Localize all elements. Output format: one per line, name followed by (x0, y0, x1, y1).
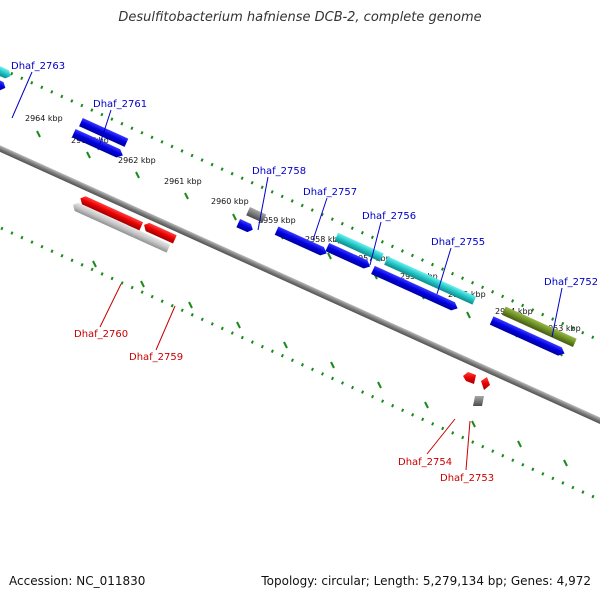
scale-label: 2964 kbp (25, 114, 63, 123)
cds-feature[interactable] (0, 79, 7, 92)
gene-label[interactable]: Dhaf_2754 (398, 457, 452, 468)
gene-label[interactable]: Dhaf_2760 (74, 329, 128, 340)
gene-features (0, 61, 577, 357)
cds-feature[interactable] (481, 377, 490, 390)
scale-label: 2961 kbp (164, 177, 202, 186)
genome-summary-text: Topology: circular; Length: 5,279,134 bp… (261, 574, 591, 588)
cds-feature[interactable] (246, 207, 267, 223)
gene-labels-reverse: Dhaf_2760 Dhaf_2759 Dhaf_2754 Dhaf_2753 (74, 329, 494, 484)
cds-feature[interactable] (142, 221, 177, 244)
map-title: Desulfitobacterium hafniense DCB-2, comp… (118, 10, 482, 25)
gene-label[interactable]: Dhaf_2753 (440, 473, 494, 484)
scale-label: 2959 kbp (258, 216, 296, 225)
outer-ruler (0, 12, 600, 429)
cds-feature[interactable] (384, 256, 477, 305)
cds-feature[interactable] (371, 265, 459, 313)
label-leaders (11, 71, 563, 471)
gene-label[interactable]: Dhaf_2759 (129, 352, 183, 363)
gene-label[interactable]: Dhaf_2756 (362, 211, 416, 222)
genome-backbone (0, 77, 600, 497)
cds-feature[interactable] (71, 129, 125, 160)
gene-label[interactable]: Dhaf_2755 (431, 237, 485, 248)
gene-label[interactable]: Dhaf_2761 (93, 99, 147, 110)
cds-feature[interactable] (274, 226, 329, 258)
ruler-major-ticks (36, 130, 568, 467)
gene-labels-forward: Dhaf_2763 Dhaf_2761 Dhaf_2758 Dhaf_2757 … (11, 61, 598, 288)
cds-feature[interactable] (325, 242, 372, 271)
cds-feature[interactable] (78, 195, 144, 231)
cds-feature[interactable] (501, 306, 577, 347)
gene-label[interactable]: Dhaf_2757 (303, 187, 357, 198)
scale-label: 2960 kbp (211, 197, 249, 206)
scale-label: 2958 kbp (305, 235, 343, 244)
scale-label: 2962 kbp (118, 156, 156, 165)
cds-feature[interactable] (463, 372, 476, 384)
scale-label: 2953 kbp (543, 324, 581, 333)
accession-text: Accession: NC_011830 (9, 574, 146, 588)
cds-feature[interactable] (0, 61, 13, 80)
outer-ruler-minor-ticks (0, 12, 600, 429)
cds-feature[interactable] (489, 316, 567, 357)
gene-label[interactable]: Dhaf_2763 (11, 61, 65, 72)
cds-feature[interactable] (132, 229, 171, 253)
gene-label[interactable]: Dhaf_2752 (544, 277, 598, 288)
cds-feature[interactable] (71, 201, 137, 238)
small-features (463, 372, 490, 406)
cds-feature[interactable] (473, 396, 484, 406)
cds-feature[interactable] (334, 232, 384, 262)
cds-feature[interactable] (236, 219, 254, 234)
gene-label[interactable]: Dhaf_2758 (252, 166, 306, 177)
